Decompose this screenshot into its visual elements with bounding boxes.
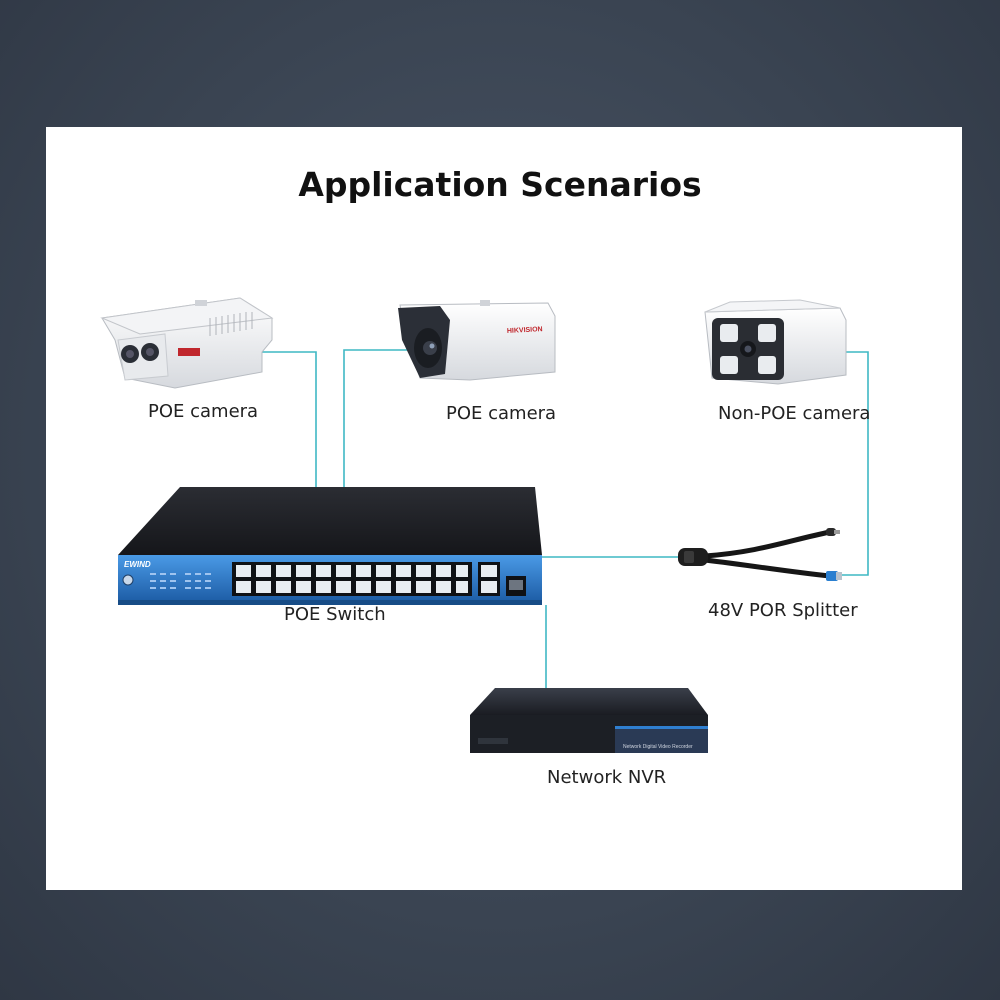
line-camera-right-to-splitter xyxy=(826,351,869,576)
label-camera-right: Non-POE camera xyxy=(718,403,871,424)
switch-ports xyxy=(236,565,468,593)
label-camera-middle: POE camera xyxy=(446,403,557,424)
label-camera-left: POE camera xyxy=(148,401,259,422)
label-switch: POE Switch xyxy=(284,604,386,625)
label-nvr: Network NVR xyxy=(547,767,667,788)
non-poe-camera-right xyxy=(704,299,847,385)
poe-camera-left xyxy=(100,297,274,389)
camera-middle-brand: HIKVISION xyxy=(507,326,543,335)
diagram-title: Application Scenarios xyxy=(298,165,702,204)
switch-brand: EWIND xyxy=(124,560,151,569)
line-camera-middle-to-switch xyxy=(343,349,435,488)
poe-camera-middle: HIKVISION xyxy=(398,300,556,381)
connector-lines xyxy=(240,349,869,703)
nvr-front-text: Network Digital Video Recorder xyxy=(623,744,693,750)
network-nvr: Network Digital Video Recorder xyxy=(470,688,708,753)
label-splitter: 48V POR Splitter xyxy=(708,600,858,621)
poe-switch: EWIND xyxy=(118,487,542,605)
poe-splitter xyxy=(678,528,842,581)
line-camera-left-to-switch xyxy=(240,351,317,488)
